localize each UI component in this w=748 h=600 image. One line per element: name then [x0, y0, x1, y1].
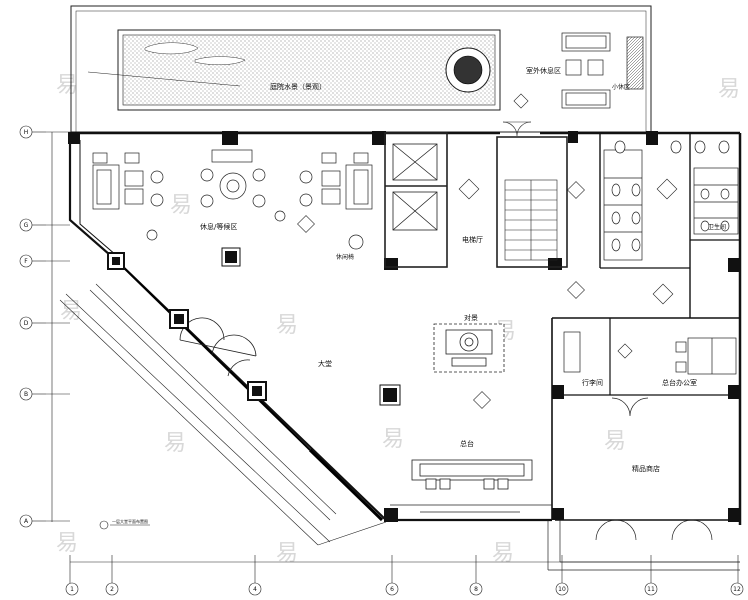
watermark: 易	[276, 541, 298, 566]
watermark: 易	[604, 429, 626, 454]
grid-col-label: 8	[474, 586, 478, 593]
drawing-note: 一层大堂平面布置图	[99, 518, 150, 530]
room-label-lobby: 大堂	[318, 359, 332, 368]
grid-col-label: 1	[70, 586, 74, 593]
watermark: 易	[164, 431, 186, 456]
room-label-reception: 总台	[460, 439, 474, 448]
room-label-lounge-waiting: 休息/等候区	[200, 222, 237, 231]
drawing-title: 一层大堂平面布置图	[112, 518, 148, 524]
room-label-display: 对景	[464, 313, 478, 322]
decor-plants	[297, 93, 678, 409]
room-label-outdoor-rest: 室外休息区	[526, 66, 561, 75]
watermark: 易	[276, 313, 298, 338]
grid-col-label: 12	[733, 586, 741, 593]
grid-col-label: 10	[558, 586, 566, 593]
room-label-toilet: 卫生间	[708, 223, 726, 231]
grid-row-label: H	[24, 129, 29, 136]
lounge-furniture: 休息/等候区 休闲椅	[92, 149, 373, 261]
watermark: 易	[718, 77, 740, 102]
stairs: 电梯厅	[462, 121, 568, 268]
room-label-outdoor-pool: 庭院水景（景观）	[270, 82, 326, 91]
watermark: 易	[56, 73, 78, 98]
grid-col-label: 2	[110, 586, 114, 593]
grid-row-label: B	[24, 391, 28, 398]
gift-shop: 精品商店	[547, 464, 740, 571]
room-label-elevator-hall: 电梯厅	[462, 235, 483, 244]
watermark: 易	[492, 541, 514, 566]
room-label-luggage: 行李间	[582, 378, 603, 387]
back-office: 行李间 总台办公室	[563, 331, 737, 417]
grid-row-label: F	[24, 258, 28, 265]
reception-desk: 总台	[390, 439, 552, 513]
grid-row-label: G	[24, 222, 29, 229]
room-label-outdoor-rest-small: 小休区	[612, 83, 630, 91]
watermark: 易	[382, 427, 404, 452]
grid-row-label: A	[24, 518, 29, 525]
landscape-pool: 庭院水景（景观）	[87, 29, 501, 111]
watermark-layer: 易 易 易 易 易 易 易 易 易 易 易 易	[56, 73, 740, 566]
room-label-gift-shop: 精品商店	[632, 464, 660, 473]
elevator-shafts	[384, 132, 448, 268]
entrance-doors	[179, 317, 257, 377]
grid-row-label: D	[24, 320, 29, 327]
toilets: 卫生间	[603, 140, 739, 261]
watermark: 易	[170, 193, 192, 218]
grid-cols	[65, 555, 744, 596]
display-feature: 对景	[433, 313, 505, 373]
outdoor-rest-area: 室外休息区 小休区	[526, 32, 644, 109]
watermark: 易	[56, 531, 78, 556]
grid-rows	[19, 125, 70, 528]
room-label-chair: 休闲椅	[336, 253, 354, 261]
curtain-wall	[59, 261, 387, 546]
room-label-office: 总台办公室	[662, 378, 697, 387]
grid-col-label: 6	[390, 586, 394, 593]
grid-row-labels: H G F D B A	[24, 129, 29, 525]
grid-col-labels: 1 2 4 6 8 10 11 12	[70, 586, 741, 593]
grid-col-label: 11	[647, 586, 655, 593]
grid-col-label: 4	[253, 586, 257, 593]
